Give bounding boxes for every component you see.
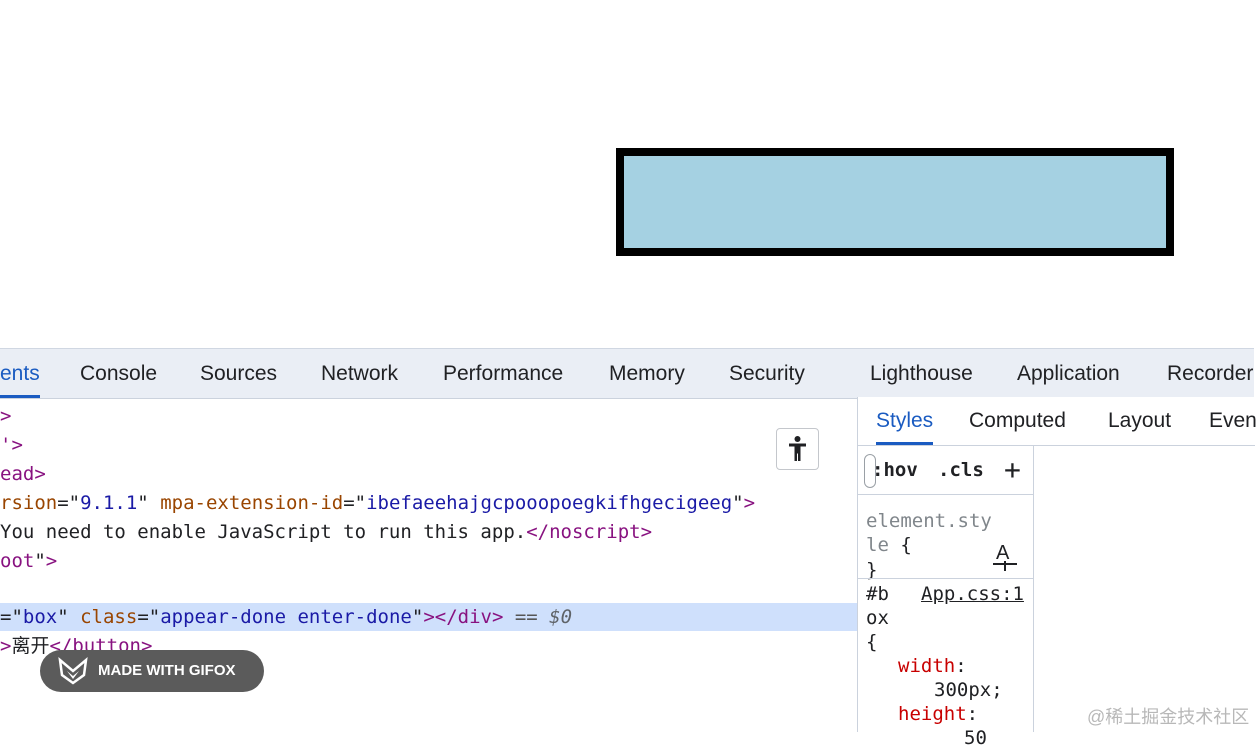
rule-selector: #b bbox=[866, 583, 889, 605]
dom-token: ibefaeehajgcpooopoegkifhgecigeeg bbox=[366, 492, 733, 514]
dom-token: > bbox=[45, 550, 58, 572]
tab-styles[interactable]: Styles bbox=[876, 397, 934, 445]
dom-token: 9.1.1 bbox=[80, 492, 138, 514]
dom-token: " bbox=[57, 606, 81, 628]
page-viewport bbox=[0, 0, 1254, 348]
dom-node-line[interactable]: rsion="9.1.1" mpa-extension-id="ibefaeeh… bbox=[0, 489, 755, 517]
dom-token: == bbox=[503, 606, 550, 628]
dom-node-line[interactable]: oot"> bbox=[0, 547, 57, 575]
dom-token: You need to enable JavaScript to run thi… bbox=[0, 521, 527, 543]
styles-pane: :hov .cls + element.sty le { } A #b App.… bbox=[858, 446, 1034, 749]
dom-token: =" bbox=[57, 492, 81, 514]
element-style-selector-cont: le { bbox=[866, 533, 912, 557]
dom-token: class bbox=[80, 606, 138, 628]
rule-selector-cont: ox bbox=[866, 607, 889, 629]
dom-token: =" bbox=[137, 606, 161, 628]
tab-memory[interactable]: Memory bbox=[609, 362, 685, 385]
rule-brace-open: { bbox=[866, 631, 878, 653]
gifox-badge: MADE WITH GIFOX bbox=[40, 650, 264, 692]
brace-open: { bbox=[900, 534, 912, 556]
dom-node-line[interactable]: ead> bbox=[0, 460, 46, 488]
declaration-width[interactable]: width: bbox=[898, 655, 967, 677]
elements-tree: >'>ead>rsion="9.1.1" mpa-extension-id="i… bbox=[0, 398, 857, 732]
styles-sidebar: Styles Computed Layout Even :hov .cls + … bbox=[857, 397, 1257, 749]
fox-logo-icon bbox=[58, 656, 88, 685]
tab-computed[interactable]: Computed bbox=[969, 409, 1066, 432]
dom-token: appear-done enter-done bbox=[160, 606, 412, 628]
element-style-selector: element.sty bbox=[866, 510, 992, 532]
dom-node-line[interactable]: You need to enable JavaScript to run thi… bbox=[0, 518, 652, 546]
dom-node-selected[interactable]: ="box" class="appear-done enter-done"></… bbox=[0, 603, 857, 631]
dom-node-line[interactable]: '> bbox=[0, 431, 23, 459]
tab-recorder[interactable]: Recorder bbox=[1167, 362, 1254, 385]
dom-token: 离开 bbox=[11, 635, 50, 657]
cls-button[interactable]: .cls bbox=[938, 459, 984, 481]
new-style-rule-button[interactable]: + bbox=[1004, 453, 1021, 486]
dom-token: " bbox=[34, 550, 46, 572]
tab-lighthouse[interactable]: Lighthouse bbox=[870, 362, 973, 385]
dom-token: ></div> bbox=[423, 606, 504, 628]
accessibility-tree-button[interactable] bbox=[776, 428, 819, 470]
accessibility-icon bbox=[789, 436, 806, 461]
text-shadow-editor-icon[interactable]: A bbox=[990, 541, 1020, 578]
dom-node-line[interactable]: > bbox=[0, 402, 11, 430]
property-name: width bbox=[898, 655, 956, 677]
sidebar-tab-bar: Styles Computed Layout Even bbox=[858, 397, 1257, 446]
dom-token: </noscript> bbox=[526, 521, 653, 543]
dom-token: oot bbox=[0, 550, 35, 572]
dom-token: $0 bbox=[549, 606, 573, 628]
dom-token: =" bbox=[343, 492, 367, 514]
tab-sources[interactable]: Sources bbox=[200, 362, 278, 385]
dom-token: " bbox=[411, 606, 424, 628]
dom-token: ead> bbox=[0, 463, 46, 485]
watermark: @稀土掘金技术社区 bbox=[1087, 707, 1250, 727]
tab-elements[interactable]: ents bbox=[0, 349, 40, 398]
rule-source-link[interactable]: App.css:1 bbox=[921, 583, 1024, 605]
element-style-selector-part: le bbox=[866, 534, 889, 556]
svg-text:A: A bbox=[996, 542, 1010, 564]
value-width[interactable]: 300px; bbox=[934, 679, 1003, 701]
devtools-tab-bar: ents Console Sources Network Performance… bbox=[0, 348, 1254, 399]
tab-network[interactable]: Network bbox=[321, 362, 399, 385]
gifox-label: MADE WITH GIFOX bbox=[98, 662, 236, 679]
tab-security[interactable]: Security bbox=[729, 362, 805, 385]
tab-performance[interactable]: Performance bbox=[443, 362, 564, 385]
tab-layout[interactable]: Layout bbox=[1108, 409, 1172, 432]
dom-token: " bbox=[732, 492, 744, 514]
dom-token: > bbox=[0, 405, 12, 427]
styles-filter-input[interactable] bbox=[864, 454, 876, 488]
declaration-height[interactable]: height: bbox=[898, 703, 979, 725]
dom-token: box bbox=[22, 606, 58, 628]
dom-token: rsion bbox=[0, 492, 58, 514]
property-name: height bbox=[898, 703, 967, 725]
dom-token: '> bbox=[0, 434, 23, 456]
dom-token: mpa-extension-id bbox=[160, 492, 344, 514]
dom-token: " bbox=[137, 492, 161, 514]
dom-token: =" bbox=[0, 606, 23, 628]
dom-token: > bbox=[743, 492, 756, 514]
tab-event-listeners[interactable]: Even bbox=[1209, 409, 1257, 432]
styles-toolbar: :hov .cls + bbox=[858, 446, 1033, 495]
box-element[interactable] bbox=[616, 148, 1174, 256]
tab-application[interactable]: Application bbox=[1017, 362, 1120, 385]
rule-divider bbox=[858, 578, 1033, 579]
dom-token: > bbox=[0, 635, 12, 657]
value-height[interactable]: 50 bbox=[964, 727, 987, 749]
tab-console[interactable]: Console bbox=[80, 362, 158, 385]
brace-close: } bbox=[866, 559, 878, 581]
hov-button[interactable]: :hov bbox=[872, 459, 918, 481]
